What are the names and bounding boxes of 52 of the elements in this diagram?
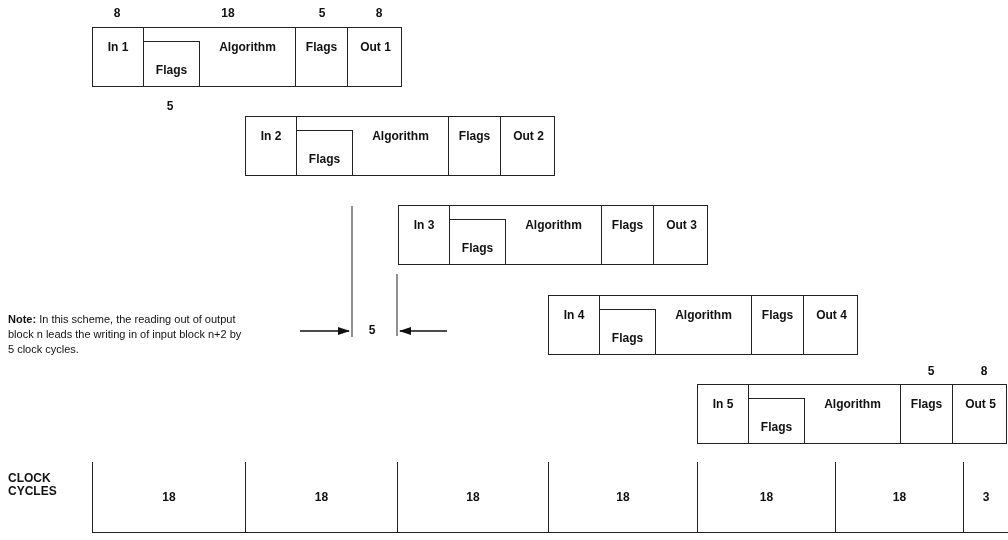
- pipeline-block: [92, 27, 402, 87]
- segment-label: Out 1: [360, 40, 391, 54]
- cycle-count: 18: [314, 490, 329, 504]
- cycle-count: 18: [466, 490, 480, 504]
- cycle-count: 3: [982, 490, 990, 504]
- dimension-label: 8: [979, 364, 989, 378]
- dimension-label: 5: [367, 323, 377, 337]
- dimension-label: 5: [926, 364, 936, 378]
- segment-label: In 2: [260, 129, 282, 143]
- segment-label: Out 2: [513, 129, 544, 143]
- flags-box: [450, 219, 506, 264]
- cycle-count: 18: [892, 490, 907, 504]
- segment-label: Algorithm: [219, 40, 276, 54]
- segment-label: In 3: [413, 218, 435, 232]
- pipeline-block: [398, 205, 708, 265]
- segment-label: In 5: [712, 397, 734, 411]
- flags-box: [297, 130, 353, 175]
- pipeline-block: [245, 116, 555, 176]
- segment-label: Flags: [760, 420, 793, 434]
- note-text: Note: In this scheme, the reading out of output block n leads the writing in of input block n+2 by 5 clock cycles.: [8, 312, 243, 357]
- cycle-count: 18: [616, 490, 630, 504]
- segment-label: In 1: [107, 40, 129, 54]
- segment-label: Out 4: [816, 308, 847, 322]
- cycle-count: 18: [759, 490, 774, 504]
- segment-label: Algorithm: [372, 129, 429, 143]
- dimension-label: 5: [165, 99, 175, 113]
- dimension-label: 18: [220, 6, 236, 20]
- segment-label: Flags: [910, 397, 943, 411]
- cycle-count: 18: [162, 490, 176, 504]
- dimension-label: 8: [112, 6, 122, 20]
- row-heading: CLOCK CYCLES: [8, 472, 58, 498]
- flags-box: [144, 41, 200, 86]
- pipeline-block: [697, 384, 1007, 444]
- dimension-label: 8: [374, 6, 384, 20]
- segment-label: Algorithm: [824, 397, 881, 411]
- segment-label: Out 5: [965, 397, 996, 411]
- segment-label: Flags: [458, 129, 491, 143]
- segment-label: Flags: [305, 40, 338, 54]
- segment-label: Out 3: [666, 218, 697, 232]
- segment-label: Flags: [308, 152, 341, 166]
- segment-label: Flags: [611, 331, 644, 345]
- segment-label: Flags: [461, 241, 494, 255]
- segment-label: Algorithm: [675, 308, 732, 322]
- dimension-label: 5: [317, 6, 327, 20]
- segment-label: Algorithm: [525, 218, 582, 232]
- segment-label: Flags: [761, 308, 794, 322]
- segment-label: Flags: [611, 218, 644, 232]
- flags-box: [749, 398, 805, 443]
- segment-label: Flags: [155, 63, 188, 77]
- segment-label: In 4: [563, 308, 585, 322]
- pipeline-block: [548, 295, 858, 355]
- flags-box: [600, 309, 656, 354]
